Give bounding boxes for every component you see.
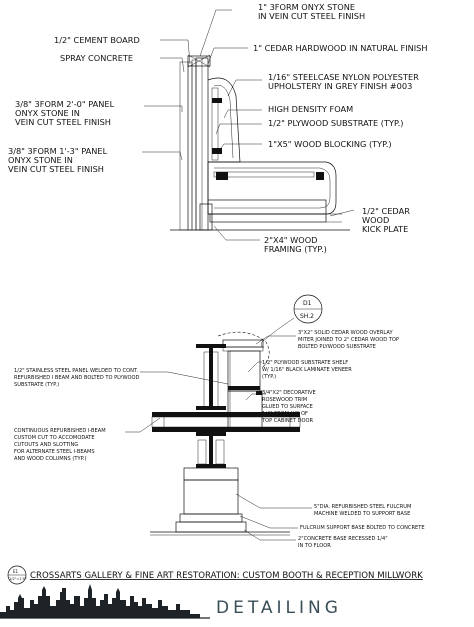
callout-cutouts: CUTOUTS AND SLOTTING bbox=[14, 442, 78, 448]
callout-upholstery: 1/16" STEELCASE NYLON POLYESTER bbox=[268, 72, 419, 82]
callout-cement-board: 1/2" CEMENT BOARD bbox=[54, 35, 140, 45]
callout-cabinet-door: TOP CABINET DOOR bbox=[261, 418, 314, 424]
callout-trim-offset: 1/4" FROM U/S OF bbox=[262, 411, 308, 417]
city-skyline-graphic bbox=[0, 584, 210, 619]
callout-cedar: 1/2" CEDAR bbox=[362, 206, 410, 216]
callout-panel-1-3: 3/8" 3FORM 1'-3" PANEL bbox=[8, 146, 108, 156]
sheet-footer: E1 1/2"=1'0" CROSSARTS GALLERY & FINE AR… bbox=[0, 565, 423, 619]
callout-fulcrum-welded: MACHINE WELDED TO SUPPORT BASE bbox=[314, 511, 410, 517]
millwork-callouts: 3"X2" SOLID CEDAR WOOD OVERLAY MITER JOI… bbox=[14, 330, 425, 549]
booth-section-drawing bbox=[170, 54, 350, 231]
booth-callouts: 1" 3FORM ONYX STONE IN VEIN CUT STEEL FI… bbox=[8, 2, 428, 254]
booth-leader-lines bbox=[142, 9, 355, 241]
callout-kick-plate: KICK PLATE bbox=[362, 224, 408, 234]
callout-wood-columns: AND WOOD COLUMNS (TYP.) bbox=[14, 456, 86, 462]
callout-refurbished-ibeam: REFURBISHED I BEAM AND BOLTED TO PLYWOOD bbox=[14, 375, 140, 381]
section-mark-sheet: SH.2 bbox=[300, 313, 314, 320]
callout-continuous-ibeam: CONTINUOUS REFURBISHED I-BEAM bbox=[14, 428, 106, 434]
callout-wood-blocking: 1"X5" WOOD BLOCKING (TYP.) bbox=[268, 139, 392, 149]
callout-support-base: FULCRUM SUPPORT BASE BOLTED TO CONCRETE bbox=[300, 525, 425, 531]
callout-panel-1-3-finish: VEIN CUT STEEL FINISH bbox=[8, 164, 104, 174]
millwork-section-drawing bbox=[150, 331, 301, 536]
callout-panel-2-0: 3/8" 3FORM 2'-0" PANEL bbox=[15, 99, 115, 109]
stamp-bottom: 1/2"=1'0" bbox=[9, 577, 27, 581]
callout-steel-fulcrum: 5"DIA. REFURBISHED STEEL FULCRUM bbox=[314, 504, 411, 510]
callout-foam: HIGH DENSITY FOAM bbox=[268, 104, 353, 114]
callout-cedar-hardwood: 1" CEDAR HARDWOOD IN NATURAL FINISH bbox=[253, 43, 428, 53]
millwork-leader-lines bbox=[125, 335, 312, 541]
callout-glued-surface: GLUED TO SURFACE bbox=[262, 404, 313, 410]
callout-laminate-veneer: W/ 1/16" BLACK LAMINATE VENEER bbox=[262, 367, 352, 373]
callout-bolted-plywood: BOLTED PLYWOOD SUBSTRATE bbox=[298, 344, 376, 350]
callout-steel-panel: 1/2" STAINLESS STEEL PANEL WELDED TO CON… bbox=[14, 368, 138, 374]
callout-plywood-shelf: 1/2" PLYWOOD SUBSTRATE SHELF bbox=[262, 360, 348, 366]
project-title: CROSSARTS GALLERY & FINE ART RESTORATION… bbox=[30, 571, 423, 581]
callout-rosewood-size: 3/4"X2" DECORATIVE bbox=[262, 390, 316, 396]
callout-into-floor: IN TO FLOOR bbox=[298, 543, 331, 549]
section-mark-number: D1 bbox=[303, 300, 312, 307]
callout-custom-cut: CUSTOM CUT TO ACCOMODATE bbox=[14, 435, 95, 441]
callout-panel-2-0-stone: ONYX STONE IN bbox=[15, 108, 80, 118]
callout-shelf-typ: (TYP.) bbox=[262, 374, 276, 380]
callout-onyx-finish: IN VEIN CUT STEEL FINISH bbox=[258, 11, 365, 21]
stamp-top: E1 bbox=[13, 569, 19, 574]
callout-concrete-base: 2"CONCRETE BASE RECESSED 1/4" bbox=[298, 536, 388, 542]
callout-spray-concrete: SPRAY CONCRETE bbox=[60, 53, 133, 63]
callout-panel-2-0-finish: VEIN CUT STEEL FINISH bbox=[15, 117, 111, 127]
callout-wood-framing: 2"X4" WOOD bbox=[264, 235, 317, 245]
callout-wood-framing-typ: FRAMING (TYP.) bbox=[264, 244, 327, 254]
callout-onyx-stone: 1" 3FORM ONYX STONE bbox=[258, 2, 355, 12]
callout-panel-1-3-stone: ONYX STONE IN bbox=[8, 155, 73, 165]
detailing-heading: DETAILING bbox=[216, 598, 342, 618]
scale-stamp: E1 1/2"=1'0" bbox=[7, 565, 27, 585]
callout-upholstery-finish: UPHOLSTERY IN GREY FINISH #003 bbox=[268, 81, 412, 91]
callout-substrate-typ: SUBSTRATE (TYP.) bbox=[14, 382, 59, 388]
section-mark: D1 SH.2 bbox=[261, 294, 323, 349]
callout-plywood-substrate: 1/2" PLYWOOD SUBSTRATE (TYP.) bbox=[268, 118, 403, 128]
callout-cedar-wood: WOOD bbox=[362, 215, 389, 225]
callout-rosewood-trim: ROSEWOOD TRIM bbox=[262, 397, 307, 403]
callout-cedar-overlay: 3"X2" SOLID CEDAR WOOD OVERLAY bbox=[298, 330, 393, 336]
callout-miter-joined: MITER JOINED TO 2" CEDAR WOOD TOP bbox=[298, 337, 399, 343]
callout-alternate-beams: FOR ALTERNATE STEEL I-BEAMS bbox=[14, 449, 95, 455]
